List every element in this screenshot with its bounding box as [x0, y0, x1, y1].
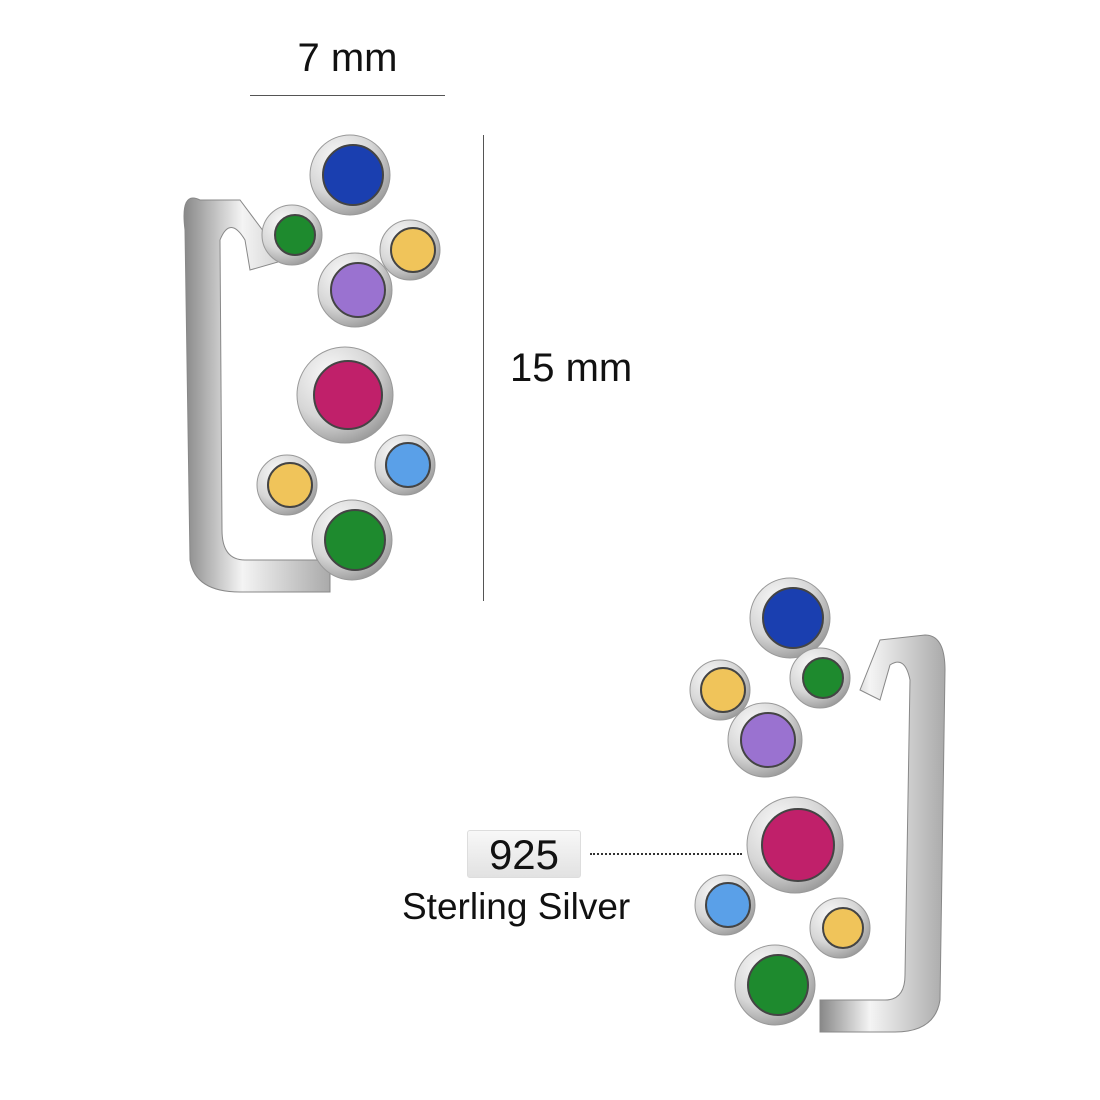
width-label: 7 mm	[297, 36, 398, 80]
ruby-gem	[761, 808, 835, 882]
emerald-gem	[274, 214, 316, 256]
citrine-gem	[267, 462, 313, 508]
emerald-gem	[324, 509, 386, 571]
citrine-gem	[390, 227, 436, 273]
citrine-gem	[822, 907, 864, 949]
aquamarine-gem	[705, 882, 751, 928]
sapphire-gem	[762, 587, 824, 649]
height-label: 15 mm	[510, 346, 633, 390]
amethyst-gem	[740, 712, 796, 768]
callout-line	[590, 853, 742, 855]
ruby-gem	[313, 360, 383, 430]
stamp-badge: 925	[467, 830, 581, 878]
citrine-gem	[700, 667, 746, 713]
sapphire-gem	[322, 144, 384, 206]
height-dimension-line	[483, 135, 484, 601]
material-label: Sterling Silver	[402, 886, 631, 927]
width-dimension-line	[250, 95, 445, 96]
emerald-gem	[747, 954, 809, 1016]
emerald-gem	[802, 657, 844, 699]
earring-front	[183, 197, 331, 593]
amethyst-gem	[330, 262, 386, 318]
aquamarine-gem	[385, 442, 431, 488]
earring-back	[819, 634, 946, 1033]
